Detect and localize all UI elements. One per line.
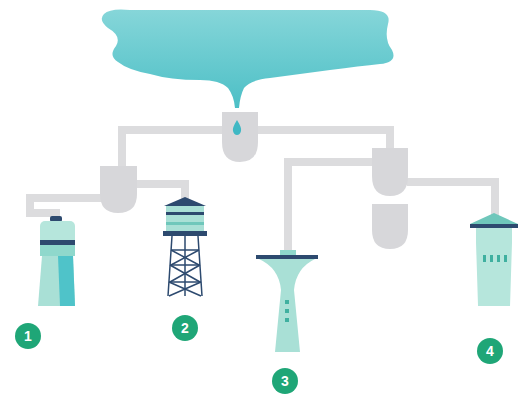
callout-number-holder: 4 — [477, 338, 503, 364]
water-drop — [233, 120, 241, 135]
callout-number-holder: 1 — [15, 323, 41, 349]
callout-discs — [15, 315, 503, 394]
callout-number: 4 — [486, 344, 494, 358]
cloud — [102, 10, 394, 109]
callout-number-holder: 2 — [172, 315, 198, 341]
callout-number: 3 — [281, 374, 289, 388]
pipes — [30, 130, 495, 254]
tower-one — [38, 216, 75, 306]
callout-number: 2 — [181, 321, 189, 335]
tower-four — [470, 213, 518, 306]
junction-bowls — [100, 112, 408, 249]
callout-number-holder: 3 — [272, 368, 298, 394]
callout-number: 1 — [24, 329, 32, 343]
tower-three — [256, 250, 318, 352]
tower-two — [163, 197, 207, 296]
